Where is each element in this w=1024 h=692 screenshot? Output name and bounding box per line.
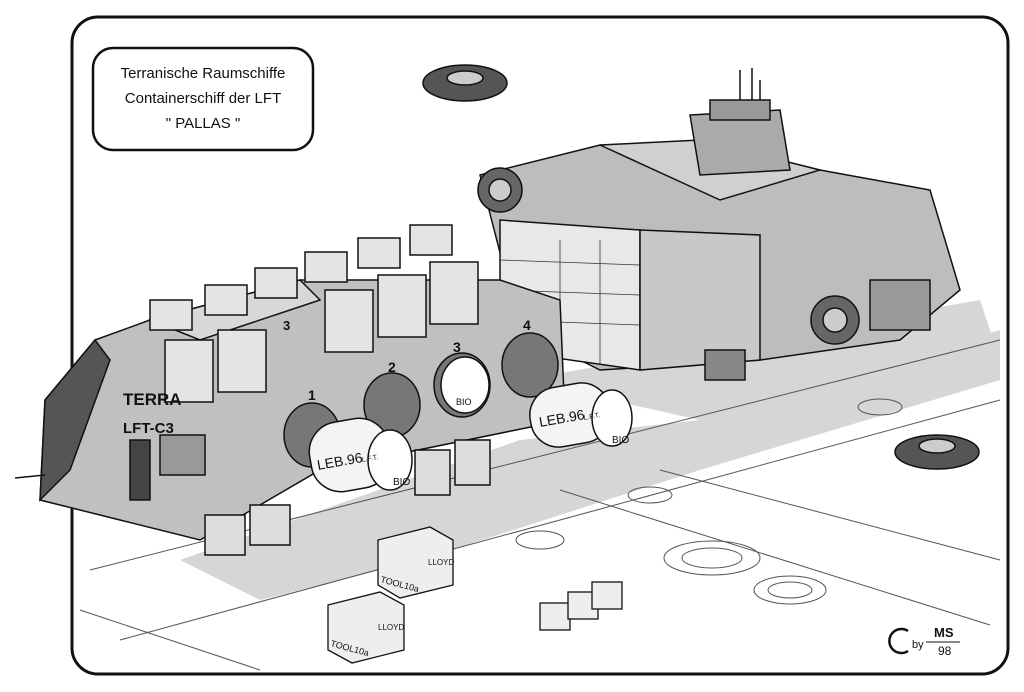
saucer-right (894, 434, 980, 470)
bay-number-2: 2 (388, 359, 396, 375)
canister-2-sub: L.F.T. (583, 412, 601, 422)
canister-1-type: BIO (393, 477, 410, 488)
canister-1-label: LEB.96 (316, 449, 364, 473)
signature-initials: MS (934, 625, 954, 640)
ground-crates (327, 526, 623, 664)
ship-rear-section (477, 68, 961, 381)
cargo-canister-3 (440, 356, 490, 414)
saucer-top (422, 64, 508, 102)
canister-2-type: BIO (612, 435, 629, 446)
bay-number-1: 1 (308, 387, 316, 403)
signature-by: by (912, 639, 924, 651)
ship-name: TERRA (123, 390, 182, 409)
signature-year: 98 (938, 644, 952, 658)
cargo-canister-1 (308, 417, 413, 493)
title-line-3: " PALLAS " (166, 115, 241, 132)
artist-signature: by MS 98 (888, 625, 960, 658)
canister-1-sub: L.F.T. (361, 454, 379, 464)
title-line-2: Containerschiff der LFT (125, 90, 281, 107)
crate-2-brand: LLOYD (378, 623, 404, 632)
ship-designation: LFT-C3 (123, 420, 174, 437)
canister-2-label: LEB.96 (538, 406, 586, 430)
upper-bay-number: 3 (283, 318, 290, 333)
crate-1-brand: LLOYD (428, 558, 454, 567)
title-line-1: Terranische Raumschiffe (121, 65, 286, 82)
canister-3-type: BIO (456, 397, 472, 407)
cargo-canister-2 (529, 382, 633, 448)
title-box (91, 46, 315, 152)
bay-number-4: 4 (523, 317, 531, 333)
bay-number-3: 3 (453, 339, 461, 355)
